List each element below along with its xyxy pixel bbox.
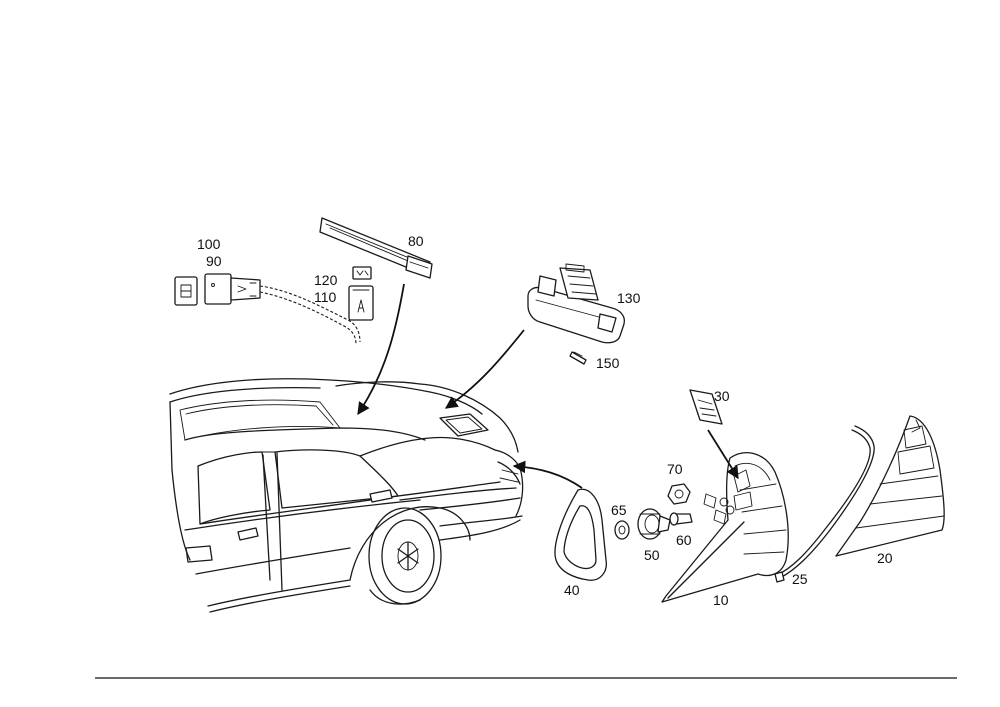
part-70-nut [667,483,691,505]
part-130-license-lamp [527,263,626,344]
callout-100: 100 [197,236,221,252]
callout-65: 65 [611,502,627,518]
callout-30: 30 [714,388,730,404]
part-60-bulb [669,512,693,526]
part-80-brake-light-bar [319,217,433,279]
callout-150: 150 [596,355,620,371]
callout-80: 80 [408,233,424,249]
part-150-bulb [569,351,587,365]
part-110-bulb-holder [348,285,374,321]
sedan-rear-quarter-icon [169,378,524,613]
callout-120: 120 [314,272,338,288]
callout-20: 20 [877,550,893,566]
leader-arrow-icon [444,329,525,409]
callout-70: 70 [667,461,683,477]
leader-arrow-icon [707,429,739,480]
part-10-tail-light-housing [661,452,789,603]
callout-130: 130 [617,290,641,306]
leader-arrow-icon [357,283,405,416]
part-25-gasket-strip [774,425,875,583]
callout-10: 10 [713,592,729,608]
part-30-cover [689,389,723,425]
part-120-clip [352,266,372,280]
leader-arrow-icon [512,460,583,489]
part-40-seal [554,488,607,581]
callout-110: 110 [314,289,337,305]
part-20-tail-light-lens [835,415,945,557]
callout-40: 40 [564,582,580,598]
dashed-cable [259,285,361,343]
callout-60: 60 [676,532,692,548]
callout-25: 25 [792,571,808,587]
part-90-connector [204,273,261,305]
part-65-washer [614,520,630,540]
callout-90: 90 [206,253,222,269]
part-100-connector-housing [174,276,198,306]
part-50-bulb-socket [637,508,671,540]
callout-50: 50 [644,547,660,563]
